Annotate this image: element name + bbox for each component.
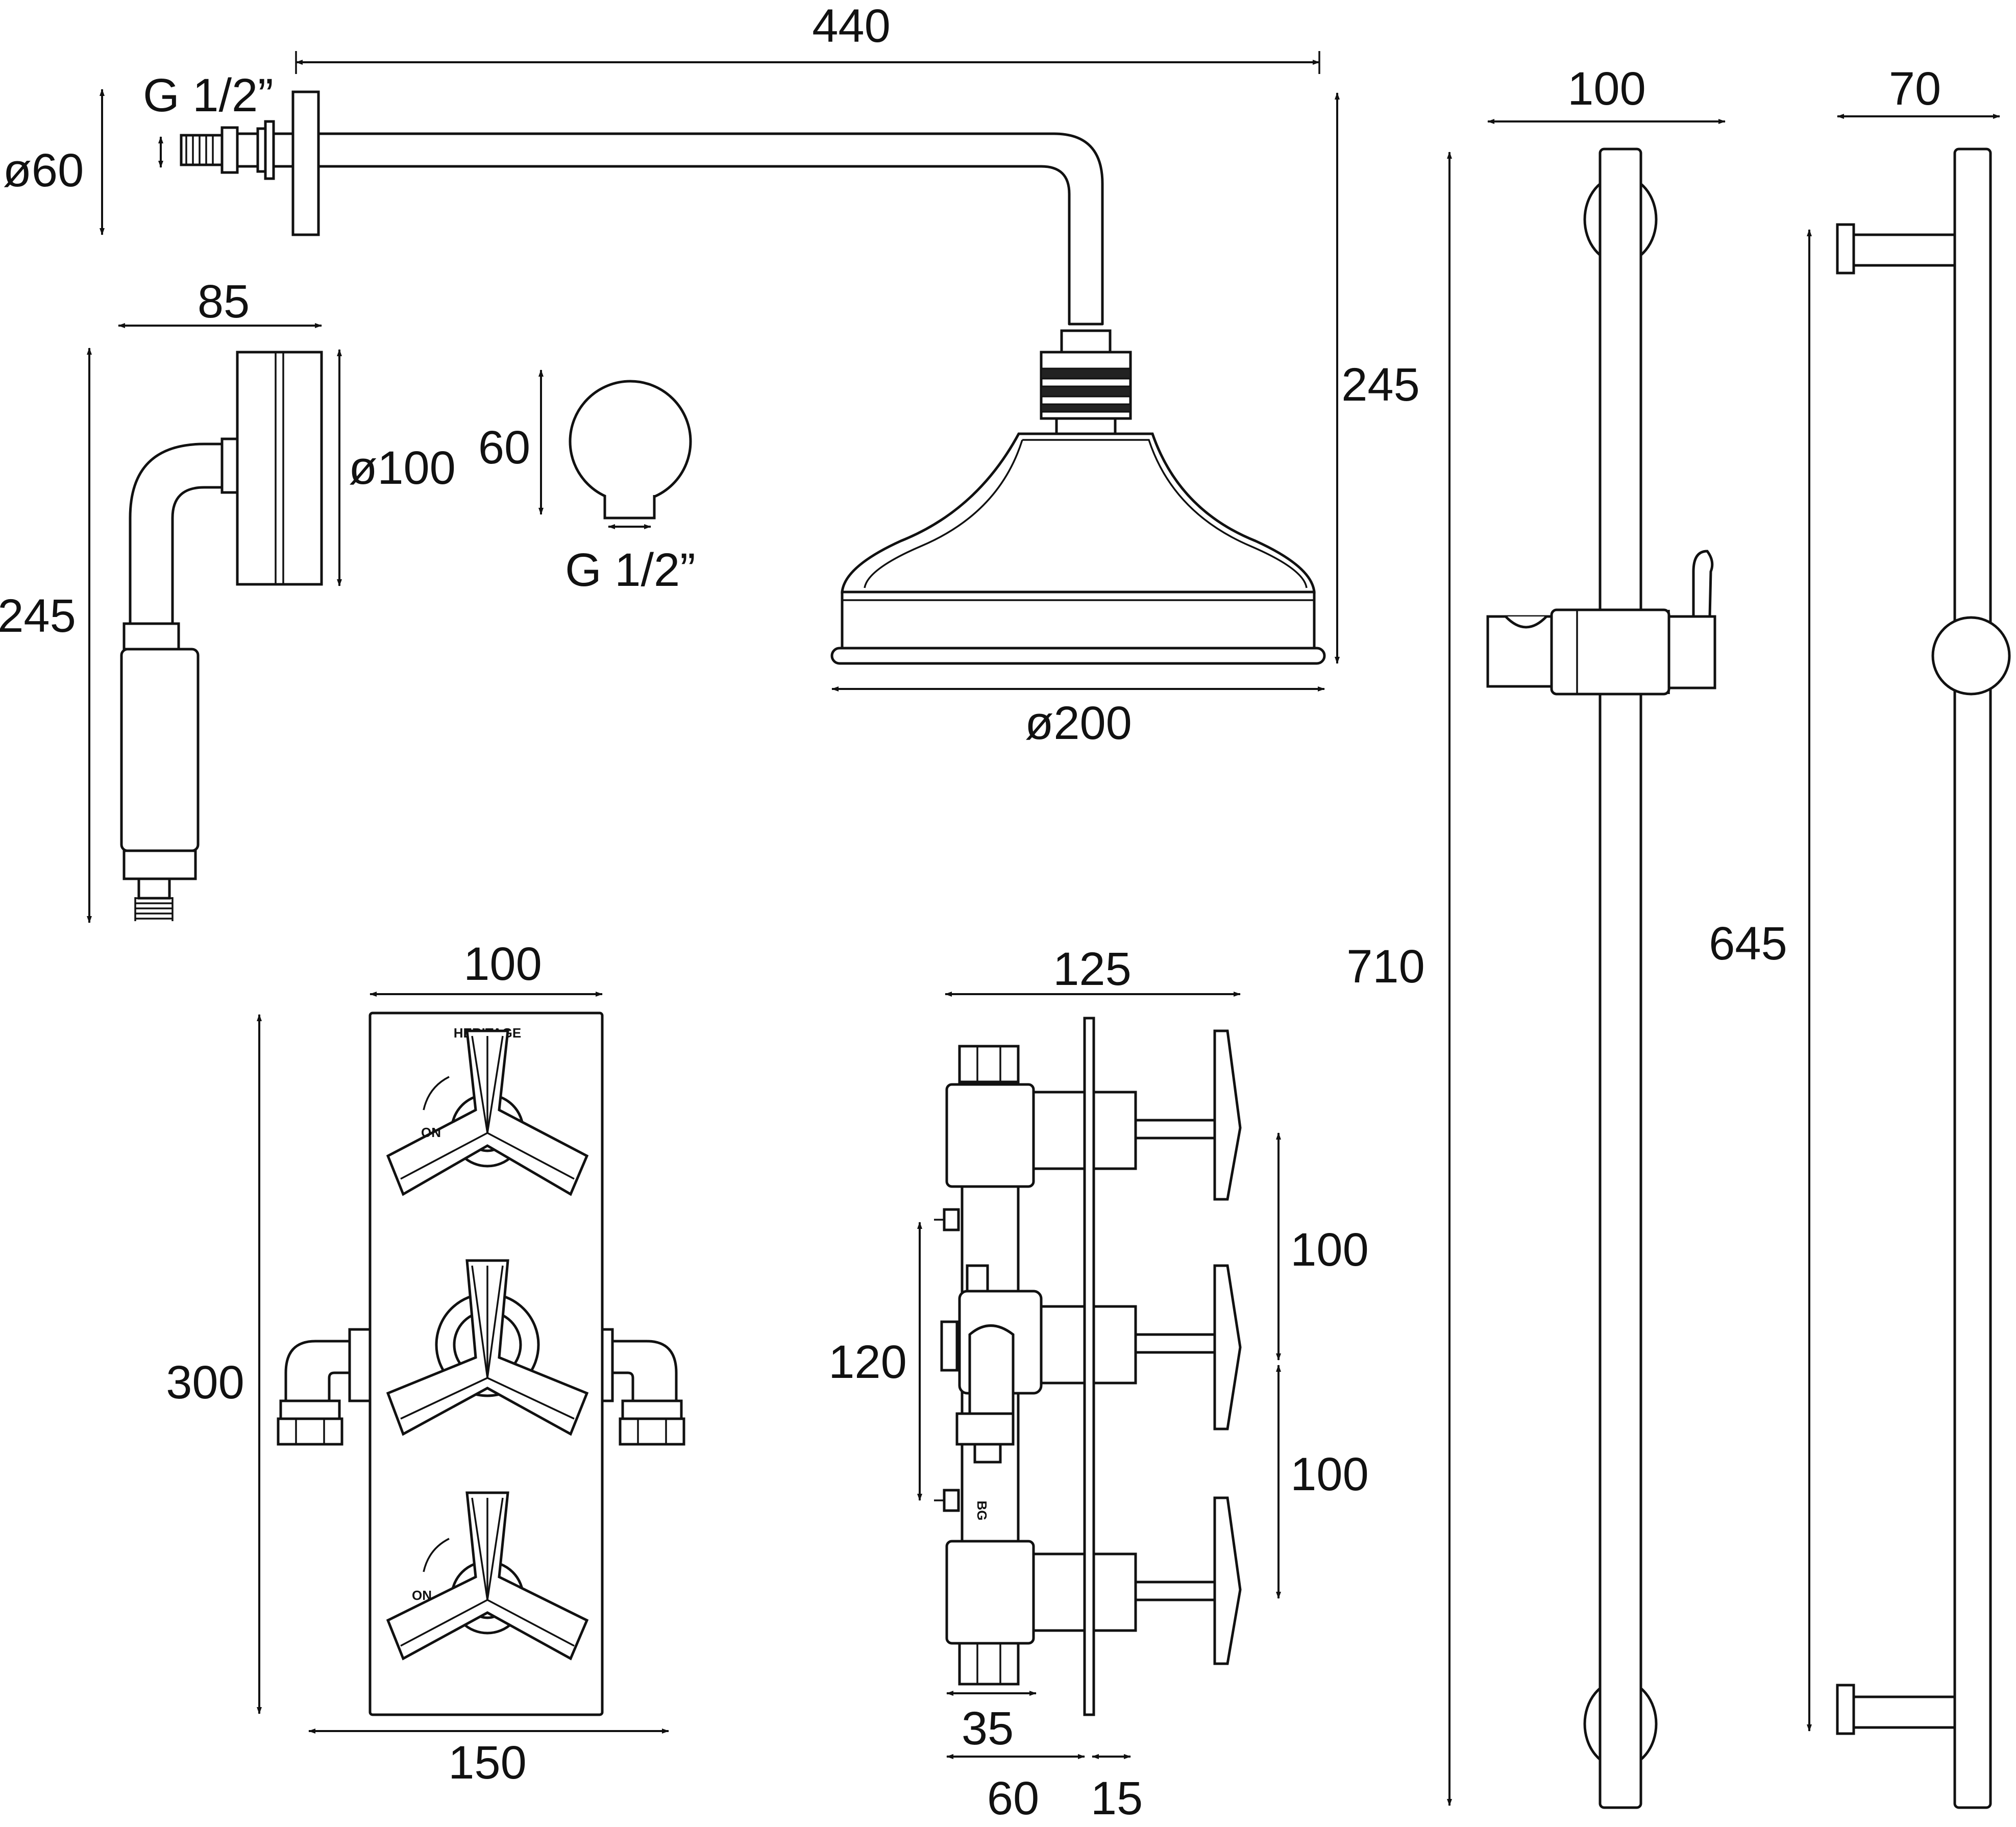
dim-label-inlet-thread: G 1/2” bbox=[143, 69, 274, 121]
dim-plate-height: 300 bbox=[166, 1014, 262, 1714]
dim-riser-centers: 645 bbox=[1709, 229, 1812, 1732]
dim-label-outlet-thread: G 1/2” bbox=[565, 544, 696, 596]
dim-body-width: 35 bbox=[946, 1691, 1037, 1755]
wall-flange bbox=[291, 90, 320, 236]
inlet-elbow-right bbox=[588, 1328, 685, 1446]
dim-handle-pitch-upper: 100 bbox=[1276, 1132, 1369, 1361]
swivel-joint bbox=[1040, 329, 1132, 435]
dim-outlet-thread: G 1/2” bbox=[565, 524, 696, 596]
riser-rail-side-tube bbox=[1953, 147, 1992, 1809]
dim-body-depth: 60 bbox=[946, 1754, 1085, 1824]
dim-label-plate-offset: 15 bbox=[1091, 1772, 1143, 1824]
dim-riser-total-height: 710 bbox=[1346, 152, 1452, 1806]
dim-head-drop: 245 bbox=[1335, 92, 1420, 664]
dim-label-body-depth: 60 bbox=[987, 1772, 1039, 1824]
handset-grip bbox=[120, 648, 200, 852]
dim-label-plate-height: 300 bbox=[166, 1356, 244, 1409]
dim-label-head-drop: 245 bbox=[1341, 359, 1420, 411]
dim-label-riser-total-height: 710 bbox=[1346, 941, 1425, 993]
inlet-fitting bbox=[180, 120, 294, 180]
cross-handle-bottom[interactable]: ON bbox=[386, 1491, 589, 1661]
on-mark-top: ON bbox=[421, 1125, 441, 1140]
dim-plate-offset: 15 bbox=[1091, 1754, 1143, 1824]
dim-handle-pitch-lower: 100 bbox=[1276, 1365, 1369, 1599]
valve-side-view: BG bbox=[934, 1017, 1242, 1716]
handset-neck bbox=[129, 442, 224, 625]
shower-arm-assembly bbox=[180, 90, 1326, 665]
dim-inlet-thread: G 1/2” bbox=[143, 69, 274, 168]
plate-side-edge bbox=[1083, 1017, 1095, 1716]
riser-rail bbox=[1599, 147, 1642, 1809]
dim-label-inlet-pitch: 120 bbox=[828, 1336, 907, 1388]
dim-label-arm-length: 440 bbox=[812, 0, 891, 52]
dim-handset-length: 245 bbox=[0, 348, 92, 923]
dim-label-plate-width: 100 bbox=[463, 938, 542, 990]
cross-handle-top[interactable]: ON bbox=[386, 1029, 589, 1196]
inlet-elbow-left bbox=[277, 1328, 374, 1446]
dim-label-valve-depth: 125 bbox=[1053, 943, 1132, 995]
handset-slider bbox=[1486, 550, 1716, 696]
dim-valve-depth: 125 bbox=[945, 943, 1241, 997]
dim-inlet-pitch: 120 bbox=[828, 1222, 922, 1501]
dim-label-valve-inlet-span: 150 bbox=[448, 1737, 527, 1789]
riser-rail-front bbox=[1486, 147, 1716, 1809]
dim-plate-width: 100 bbox=[370, 938, 603, 997]
dim-handset-flange-width: 85 bbox=[118, 276, 322, 328]
valve-front-plate: HERITAGE ON bbox=[277, 1011, 685, 1716]
dim-label-handle-pitch-lower: 100 bbox=[1290, 1448, 1369, 1500]
dim-label-body-width: 35 bbox=[962, 1702, 1014, 1755]
on-mark-bottom: ON bbox=[412, 1588, 432, 1603]
dim-label-handset-flange-diameter: ø100 bbox=[349, 442, 456, 494]
shower-head bbox=[830, 432, 1326, 665]
dim-label-riser-bracket-depth: 100 bbox=[1567, 63, 1646, 115]
riser-rail-side bbox=[1836, 147, 2011, 1809]
dim-label-head-diameter: ø200 bbox=[1025, 697, 1132, 749]
dim-label-handset-length: 245 bbox=[0, 590, 76, 642]
dim-wall-flange: ø60 bbox=[3, 89, 105, 235]
handset-flange bbox=[236, 351, 323, 586]
cross-handle-middle[interactable] bbox=[386, 1259, 589, 1436]
dim-valve-inlet-span: 150 bbox=[308, 1729, 669, 1789]
maker-mark: BG bbox=[974, 1501, 990, 1521]
wall-outlet bbox=[569, 380, 692, 520]
dim-riser-side-depth: 70 bbox=[1837, 63, 2000, 119]
dim-label-wall-flange: ø60 bbox=[3, 144, 84, 196]
shower-arm bbox=[317, 132, 1104, 326]
dim-label-riser-side-depth: 70 bbox=[1889, 63, 1941, 115]
handset-assembly bbox=[120, 351, 323, 921]
dim-label-outlet-height: 60 bbox=[478, 422, 530, 474]
dim-arm-length: 440 bbox=[295, 0, 1320, 74]
dim-label-riser-centers: 645 bbox=[1709, 918, 1787, 970]
dim-handset-flange-diameter: ø100 bbox=[337, 349, 456, 586]
dim-head-diameter: ø200 bbox=[831, 686, 1325, 749]
dim-label-handle-pitch-upper: 100 bbox=[1290, 1224, 1369, 1276]
dim-outlet-height: 60 bbox=[478, 369, 544, 515]
dim-label-handset-flange-width: 85 bbox=[198, 276, 250, 328]
dim-riser-bracket-depth: 100 bbox=[1487, 63, 1726, 124]
